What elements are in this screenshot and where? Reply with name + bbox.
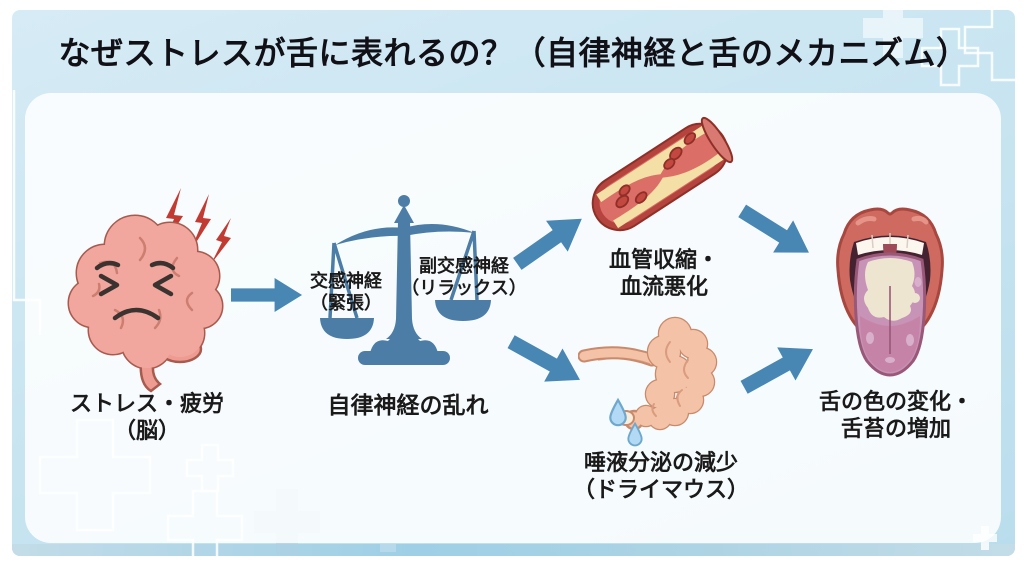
tongue-label: 舌の色の変化・ 舌苔の増加 bbox=[818, 389, 974, 441]
arrow-vessel-to-mouth-icon bbox=[738, 204, 809, 253]
arrow-scale-to-gland-icon bbox=[507, 335, 580, 382]
gland-label: 唾液分泌の減少 （ドライマウス） bbox=[572, 450, 750, 502]
salivary-gland-icon bbox=[578, 316, 718, 447]
page-title: なぜストレスが舌に表れるの？（自律神経と舌のメカニズム） bbox=[58, 35, 969, 71]
arrow-brain-to-scale-icon bbox=[231, 277, 303, 313]
sympathetic-label: 交感神経 （緊張） bbox=[310, 271, 382, 313]
parasympathetic-label: 副交感神経 （リラックス） bbox=[401, 256, 527, 298]
brain-label: ストレス・疲労 （脳） bbox=[69, 391, 225, 443]
lightning-icon bbox=[161, 188, 231, 264]
scale-label: 自律神経の乱れ bbox=[327, 392, 489, 418]
brain-icon bbox=[67, 188, 231, 393]
saliva-drop-icon bbox=[609, 397, 643, 447]
bottom-accent-strip bbox=[12, 544, 1015, 556]
mouth-tongue-icon bbox=[836, 207, 944, 377]
arrow-gland-to-mouth-icon bbox=[740, 347, 813, 394]
vessel-label: 血管収縮・ 血流悪化 bbox=[608, 247, 720, 299]
arrow-scale-to-vessel-icon bbox=[513, 218, 582, 270]
balance-scale-icon bbox=[320, 195, 491, 365]
blood-vessel-icon bbox=[591, 116, 734, 232]
